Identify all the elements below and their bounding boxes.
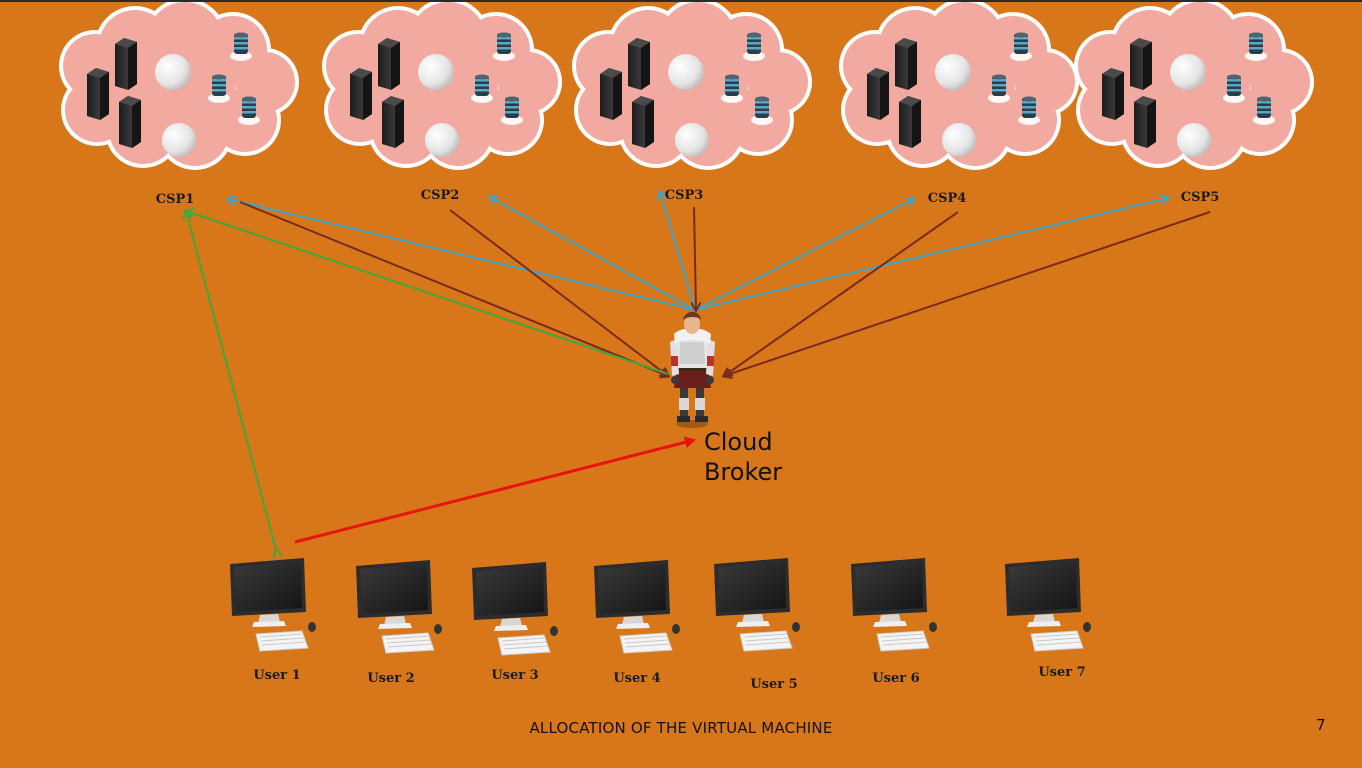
user1-csp1-arrow [186, 211, 276, 550]
csp-cloud-2 [322, 2, 562, 170]
broker-label-line1: Cloud [704, 428, 773, 456]
csp5-to-broker-arrow [724, 211, 1211, 376]
connection-arrows [186, 192, 1211, 550]
user-5-computer-icon [713, 557, 801, 652]
slide-number: 7 [1316, 716, 1326, 734]
server-icon [115, 38, 137, 90]
csp2-to-broker-arrow [449, 209, 668, 376]
server-icon [87, 68, 109, 120]
server-icon [895, 38, 917, 90]
server-icon [119, 96, 141, 148]
user-3-computer-icon [471, 561, 559, 656]
user-label-2: User 2 [367, 671, 415, 686]
vm-orb-icon [942, 123, 976, 157]
server-icon [350, 68, 372, 120]
csp-label-4: CSP4 [927, 191, 967, 206]
broker-to-csp1-arrow [228, 199, 696, 311]
csp-label-3: CSP3 [664, 188, 704, 203]
user-1-computer-icon [229, 557, 317, 652]
broker-to-csp3-arrow [660, 192, 696, 311]
vm-orb-icon [155, 54, 191, 90]
vm-orb-icon [1170, 54, 1206, 90]
slide-title: ALLOCATION OF THE VIRTUAL MACHINE [529, 719, 833, 737]
user-label-6: User 6 [872, 671, 920, 686]
user-label-7: User 7 [1038, 665, 1086, 680]
server-icon [1102, 68, 1124, 120]
csp-label-2: CSP2 [420, 188, 460, 203]
server-icon [628, 38, 650, 90]
csp-cloud-1 [59, 2, 299, 170]
server-icon [867, 68, 889, 120]
user-label-5: User 5 [750, 677, 798, 692]
cloud-broker-label: Cloud Broker [704, 427, 782, 487]
csp-cloud-3 [572, 2, 812, 170]
server-icon [382, 96, 404, 148]
provider-clouds [59, 2, 1314, 170]
user-4-computer-icon [593, 559, 681, 654]
csp3-to-broker-arrow [694, 206, 696, 310]
vm-orb-icon [668, 54, 704, 90]
vm-orb-icon [1177, 123, 1211, 157]
server-icon [632, 96, 654, 148]
vm-orb-icon [425, 123, 459, 157]
broker-to-csp5-arrow [694, 198, 1168, 311]
user-label-1: User 1 [253, 668, 301, 683]
user-2-computer-icon [355, 559, 443, 654]
vm-orb-icon [675, 123, 709, 157]
user-label-4: User 4 [613, 671, 661, 686]
vm-orb-icon [162, 123, 196, 157]
broker-label-line2: Broker [704, 458, 783, 486]
csp-cloud-5 [1074, 2, 1314, 170]
csp-label-5: CSP5 [1180, 190, 1220, 205]
csp-cloud-4 [839, 2, 1079, 170]
vm-orb-icon [935, 54, 971, 90]
user1-to-broker-arrow [294, 436, 696, 544]
server-icon [1130, 38, 1152, 90]
broker-to-csp2-arrow [490, 197, 696, 311]
csp-label-1: CSP1 [155, 192, 195, 207]
user-7-computer-icon [1004, 557, 1092, 652]
server-icon [378, 38, 400, 90]
broker-to-csp4-arrow [694, 199, 914, 311]
server-icon [1134, 96, 1156, 148]
server-icon [600, 68, 622, 120]
vm-orb-icon [418, 54, 454, 90]
broker-to-csp1-green-arrow [186, 211, 669, 375]
csp1-to-broker-arrow [239, 201, 668, 376]
server-icon [899, 96, 921, 148]
user-6-computer-icon [850, 557, 938, 652]
csp4-to-broker-arrow [724, 211, 959, 376]
user-label-3: User 3 [491, 668, 539, 683]
cloud-broker-figure [670, 311, 715, 428]
